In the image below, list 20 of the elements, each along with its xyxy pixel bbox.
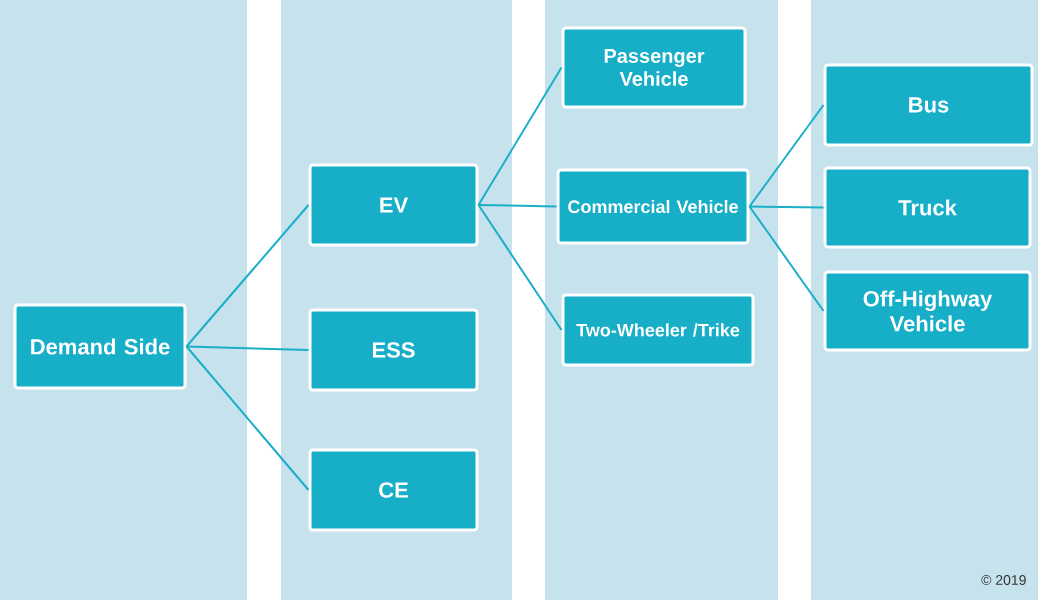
category-box: Bus bbox=[823, 63, 1034, 147]
connector-line bbox=[477, 204, 563, 331]
category-box: Commercial Vehicle bbox=[556, 168, 750, 245]
category-box: Two-Wheeler /Trike bbox=[561, 293, 755, 367]
category-box: Demand Side bbox=[13, 303, 187, 390]
category-box: CE bbox=[308, 448, 479, 532]
connector-line bbox=[477, 204, 558, 208]
copyright-note: © 2019 bbox=[981, 575, 1026, 585]
connector-line bbox=[748, 104, 825, 208]
category-box: ESS bbox=[308, 308, 479, 392]
connector-line bbox=[185, 345, 310, 351]
category-box: Truck bbox=[823, 166, 1032, 249]
connector-line bbox=[748, 205, 825, 209]
connector-line bbox=[748, 205, 825, 312]
category-box: Passenger Vehicle bbox=[561, 26, 747, 109]
connector-line bbox=[477, 66, 563, 206]
connector-line bbox=[185, 345, 310, 491]
category-box: EV bbox=[308, 163, 479, 247]
connector-line bbox=[185, 204, 310, 348]
category-box: Off-Highway Vehicle bbox=[823, 270, 1032, 352]
